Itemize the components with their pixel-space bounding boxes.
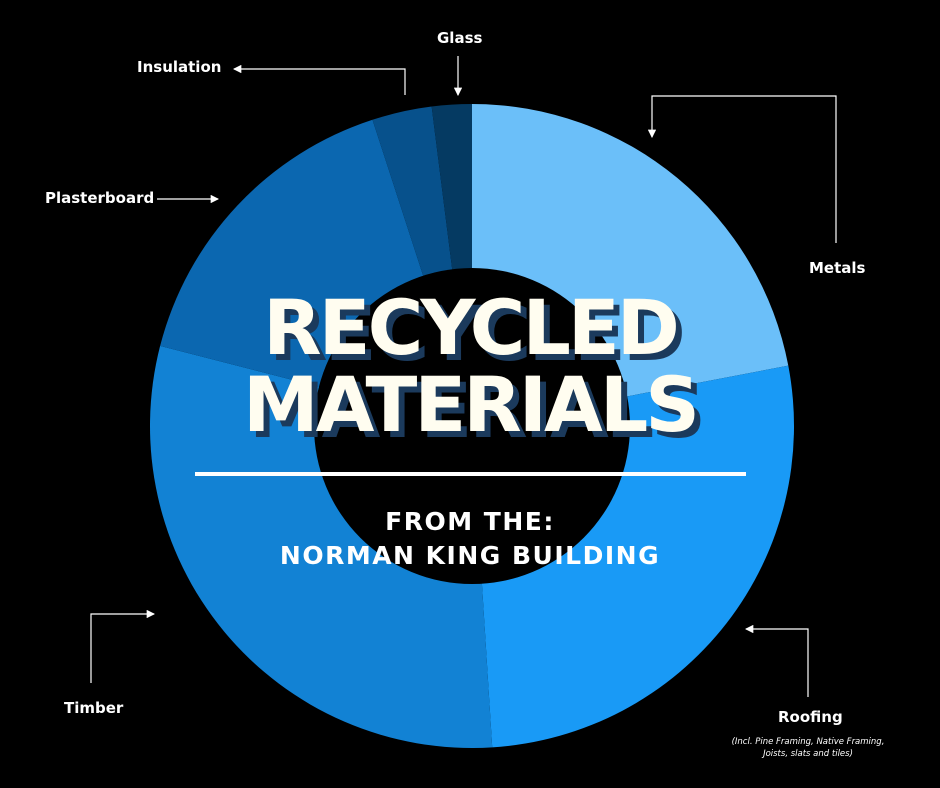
slice-label-metals: Metals: [809, 259, 866, 277]
chart-subtitle-line-1: FROM THE:: [385, 507, 555, 536]
slice-label-plasterboard: Plasterboard: [45, 189, 155, 207]
title-divider: [195, 472, 746, 476]
slice-label-timber: Timber: [64, 699, 124, 717]
slice-label-glass: Glass: [437, 29, 483, 47]
donut-hole: [314, 268, 630, 584]
chart-title-line-1: RECYCLED: [263, 283, 680, 372]
leader-metals: [647, 95, 837, 243]
leader-insulation: [232, 64, 406, 95]
chart-title-line-2: MATERIALS: [242, 360, 700, 449]
slice-label-insulation: Insulation: [137, 58, 222, 76]
leader-timber: [90, 609, 156, 683]
slice-label-roofing: Roofing: [778, 708, 843, 726]
roofing-note: (Incl. Pine Framing, Native Framing, Joi…: [731, 737, 885, 759]
chart-subtitle-line-2: NORMAN KING BUILDING: [279, 541, 661, 570]
callout-leader-lines: [90, 56, 837, 697]
leader-roofing: [744, 624, 809, 697]
